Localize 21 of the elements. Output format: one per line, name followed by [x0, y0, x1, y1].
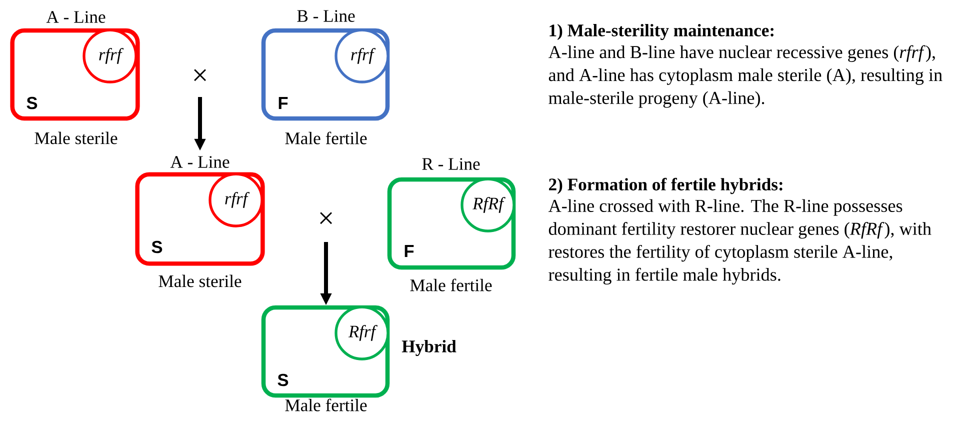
description-text: A-line crossed with R-line. The R-line possesses dominant fertility restorer nuclear genes (RfRf), with restores the fertility of cytoplasm sterile A-line, resulting in fertile male hybrids. [548, 199, 932, 285]
cytoplasm-letter: S [152, 240, 162, 254]
phenotype-label: Male fertile [285, 398, 367, 412]
description-text: A-line and B-line have nuclear recessive genes (rfrf), and A-line has cytoplasm male sterile (A), resulting in male-sterile progeny (A-line). [548, 45, 942, 108]
phenotype-label: Male fertile [410, 278, 492, 292]
cytoplasm-letter: S [26, 96, 38, 110]
line-label: A - Line [46, 11, 106, 23]
line-label: B - Line [297, 10, 355, 22]
hybrid-label: Hybrid [402, 340, 456, 356]
line-label: A - Line [170, 156, 230, 168]
cross-symbol: × [194, 69, 206, 82]
cytoplasm-letter: F [278, 97, 288, 109]
cytoplasm-letter: F [404, 245, 414, 257]
line-label: R - Line [422, 158, 480, 170]
section-heading: 2) Formation of fertile hybrids: [549, 178, 782, 194]
section-heading: 1) Male-sterility maintenance: [550, 24, 774, 40]
phenotype-label: Male sterile [34, 132, 118, 144]
cytoplasm-letter: S [278, 374, 288, 386]
phenotype-label: Male fertile [285, 132, 367, 144]
cross-symbol: × [320, 212, 332, 224]
phenotype-label: Male sterile [158, 274, 242, 288]
